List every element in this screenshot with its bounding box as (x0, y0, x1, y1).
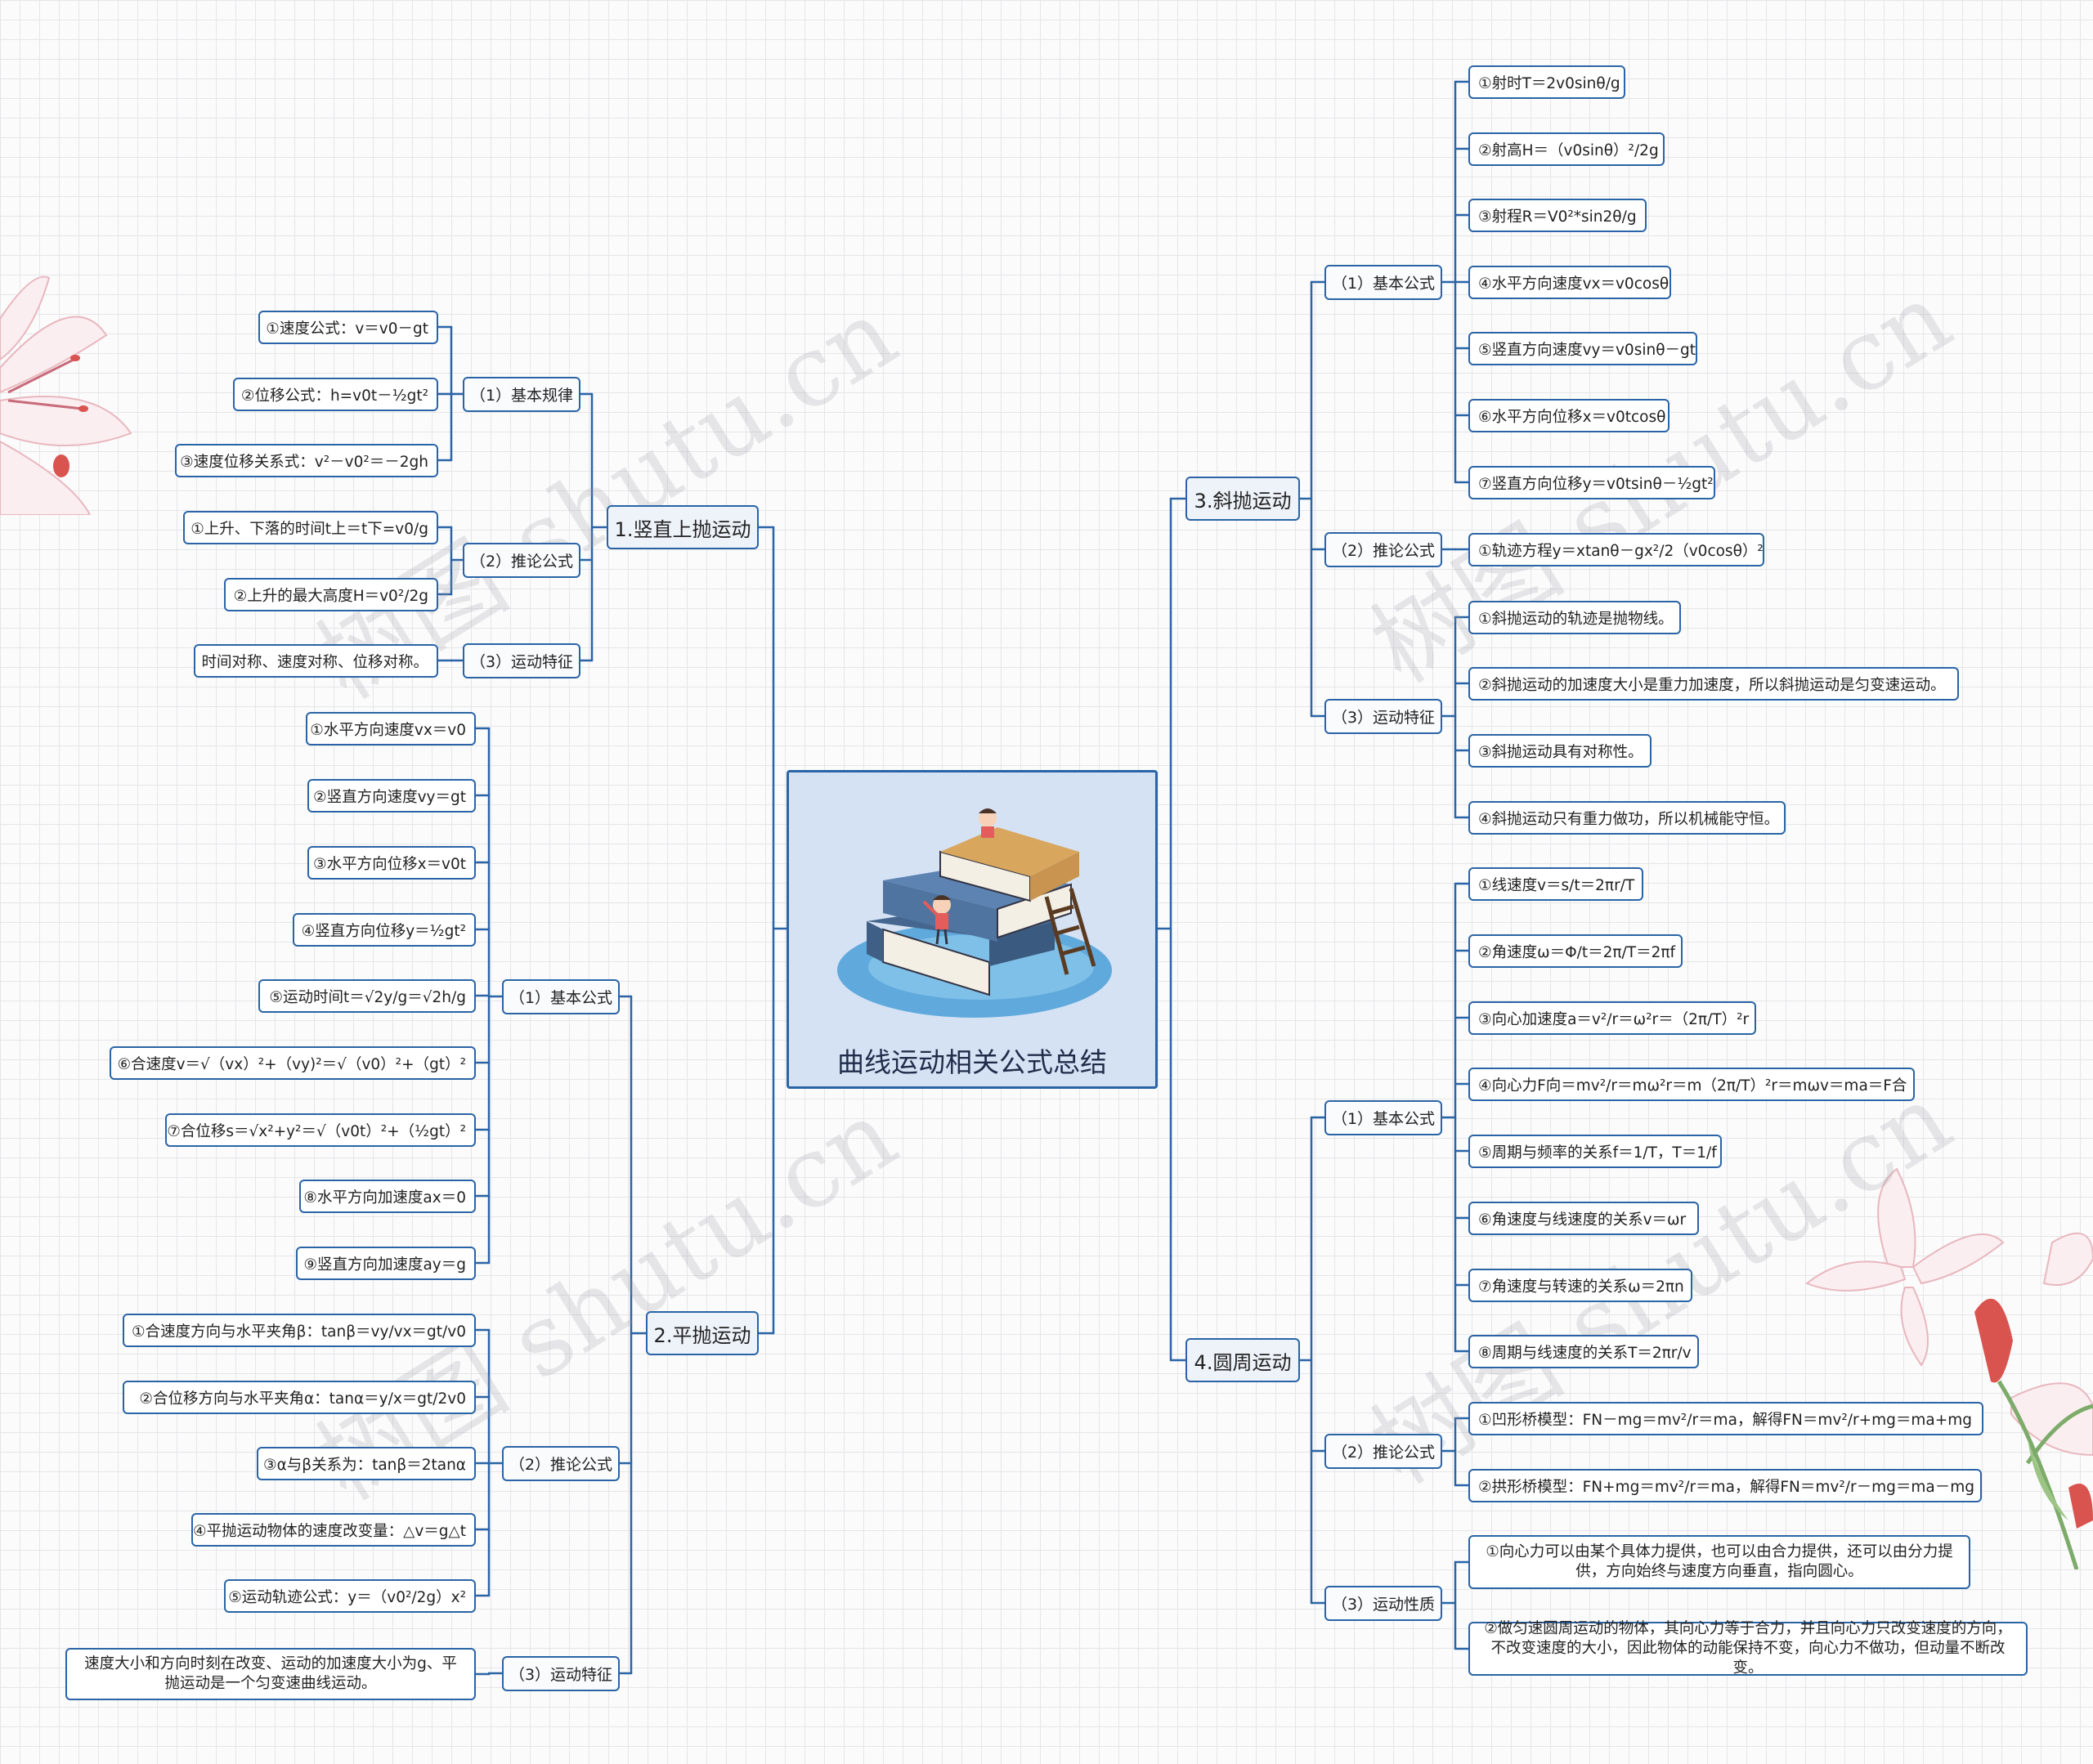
b3-feature[interactable]: ①斜抛运动的轨迹是抛物线。 (1468, 601, 1681, 634)
branch-oblique-throw[interactable]: 3.斜抛运动 (1185, 477, 1300, 521)
b2-feature[interactable]: 速度大小和方向时刻在改变、运动的加速度大小为g、平抛运动是一个匀变速曲线运动。 (65, 1648, 476, 1700)
b1-formula[interactable]: ①上升、下落的时间t上＝t下=v0/g (183, 511, 438, 544)
b2-formula[interactable]: ②合位移方向与水平夹角α：tanα＝y/x＝gt/2v0 (123, 1381, 476, 1414)
b1-formula[interactable]: ②位移公式：h=v0t－½gt² (233, 378, 438, 411)
lily-flower-decoration-right (1799, 1144, 2093, 1569)
b3-feature[interactable]: ②斜抛运动的加速度大小是重力加速度，所以斜抛运动是匀变速运动。 (1468, 667, 1959, 701)
b4-formula[interactable]: ②角速度ω＝Φ/t＝2π/T＝2πf (1468, 934, 1683, 968)
b2-basic-formulas[interactable]: （1）基本公式 (502, 979, 620, 1014)
b1-formula[interactable]: ①速度公式：v＝v0－gt (258, 311, 438, 344)
b3-formula[interactable]: ⑤竖直方向速度vy＝v0sinθ－gt (1468, 332, 1697, 365)
b2-formula[interactable]: ①水平方向速度vx＝v0 (306, 712, 476, 745)
b4-formula[interactable]: ⑥角速度与线速度的关系v＝ωr (1468, 1202, 1699, 1235)
b4-formula[interactable]: ①线速度v＝s/t＝2πr/T (1468, 867, 1643, 901)
b3-formula[interactable]: ③射程R＝V0²*sin2θ/g (1468, 199, 1647, 232)
b1-basic-rules[interactable]: （1）基本规律 (463, 377, 580, 412)
b2-formula[interactable]: ⑥合速度v＝√（vx）²+（vy)²＝√（v0）²+（gt）² (110, 1046, 476, 1080)
b4-property[interactable]: ②做匀速圆周运动的物体，其向心力等于合力，并且向心力只改变速度的方向，不改变速度… (1468, 1622, 2028, 1676)
b3-formula[interactable]: ①射时T＝2v0sinθ/g (1468, 65, 1625, 99)
b4-property[interactable]: ①向心力可以由某个具体力提供，也可以由合力提供，还可以由分力提供，方向始终与速度… (1468, 1535, 1970, 1589)
b4-motion-properties[interactable]: （3）运动性质 (1324, 1586, 1442, 1621)
branch-circular-motion[interactable]: 4.圆周运动 (1185, 1338, 1300, 1382)
b2-formula[interactable]: ⑦合位移s＝√x²+y²＝√（v0t）²+（½gt）² (165, 1113, 476, 1147)
b4-formula[interactable]: ③向心加速度a＝v²/r＝ω²r＝（2π/T）²r (1468, 1001, 1756, 1035)
b1-formula[interactable]: ②上升的最大高度H＝v0²/2g (224, 578, 438, 611)
b4-formula[interactable]: ⑤周期与频率的关系f＝1/T，T＝1/f (1468, 1135, 1722, 1168)
b3-feature[interactable]: ③斜抛运动具有对称性。 (1468, 734, 1652, 768)
b2-formula[interactable]: ④竖直方向位移y＝½gt² (293, 913, 476, 947)
b2-formula[interactable]: ⑤运动轨迹公式：y＝（v0²/2g）x² (224, 1579, 476, 1613)
b3-feature[interactable]: ④斜抛运动只有重力做功，所以机械能守恒。 (1468, 801, 1786, 835)
branch-vertical-throw[interactable]: 1.竖直上抛运动 (607, 505, 759, 549)
b2-motion-features[interactable]: （3）运动特征 (502, 1656, 620, 1691)
b4-formula[interactable]: ②拱形桥模型：FN+mg＝mv²/r＝ma，解得FN＝mv²/r－mg＝ma－m… (1468, 1469, 1982, 1502)
b4-basic-formulas[interactable]: （1）基本公式 (1324, 1100, 1442, 1135)
b2-formula[interactable]: ④平抛运动物体的速度改变量：△v＝g△t (191, 1513, 476, 1547)
b2-formula[interactable]: ①合速度方向与水平夹角β：tanβ＝vy/vx＝gt/v0 (123, 1314, 476, 1347)
books-illustration (834, 807, 1115, 1028)
b3-motion-features[interactable]: （3）运动特征 (1324, 699, 1442, 734)
b2-formula[interactable]: ②竖直方向速度vy＝gt (307, 779, 476, 813)
b4-formula[interactable]: ①凹形桥模型：FN－mg＝mv²/r＝ma，解得FN＝mv²/r+mg＝ma+m… (1468, 1402, 1983, 1435)
b1-derived-formulas[interactable]: （2）推论公式 (463, 543, 580, 578)
central-topic-title: 曲线运动相关公式总结 (789, 1041, 1155, 1080)
b2-formula[interactable]: ③水平方向位移x＝v0t (307, 846, 476, 880)
b2-derived-formulas[interactable]: （2）推论公式 (502, 1446, 620, 1481)
b1-motion-features[interactable]: （3）运动特征 (463, 643, 580, 678)
b4-formula[interactable]: ④向心力F向＝mv²/r＝mω²r＝m（2π/T）²r＝mωv＝ma＝F合 (1468, 1068, 1915, 1101)
b3-derived-formulas[interactable]: （2）推论公式 (1324, 532, 1442, 567)
b1-feature[interactable]: 时间对称、速度对称、位移对称。 (194, 644, 438, 678)
branch-horizontal-throw[interactable]: 2.平抛运动 (646, 1311, 759, 1355)
b4-formula[interactable]: ⑦角速度与转速的关系ω＝2πn (1468, 1269, 1692, 1302)
lily-flower-decoration-left (0, 270, 147, 515)
b3-formula[interactable]: ②射高H＝（v0sinθ）²/2g (1468, 132, 1665, 166)
b3-formula[interactable]: ①轨迹方程y＝xtanθ－gx²/2（v0cosθ）² (1468, 533, 1764, 566)
b2-formula[interactable]: ⑤运动时间t＝√2y/g＝√2h/g (258, 979, 476, 1013)
b1-formula[interactable]: ③速度位移关系式：v²－v0²＝－2gh (175, 444, 438, 477)
b3-formula[interactable]: ④水平方向速度vx＝v0cosθ (1468, 266, 1671, 299)
central-topic[interactable]: 曲线运动相关公式总结 (787, 770, 1158, 1089)
b3-formula[interactable]: ⑥水平方向位移x＝v0tcosθ (1468, 399, 1669, 432)
b3-basic-formulas[interactable]: （1）基本公式 (1324, 265, 1442, 300)
b4-derived-formulas[interactable]: （2）推论公式 (1324, 1434, 1442, 1469)
b2-formula[interactable]: ③α与β关系为：tanβ＝2tanα (257, 1447, 476, 1480)
b2-formula[interactable]: ⑧水平方向加速度ax＝0 (299, 1180, 476, 1213)
b4-formula[interactable]: ⑧周期与线速度的关系T＝2πr/v (1468, 1335, 1699, 1368)
b2-formula[interactable]: ⑨竖直方向加速度ay＝g (296, 1247, 476, 1280)
b3-formula[interactable]: ⑦竖直方向位移y＝v0tsinθ－½gt² (1468, 466, 1715, 499)
